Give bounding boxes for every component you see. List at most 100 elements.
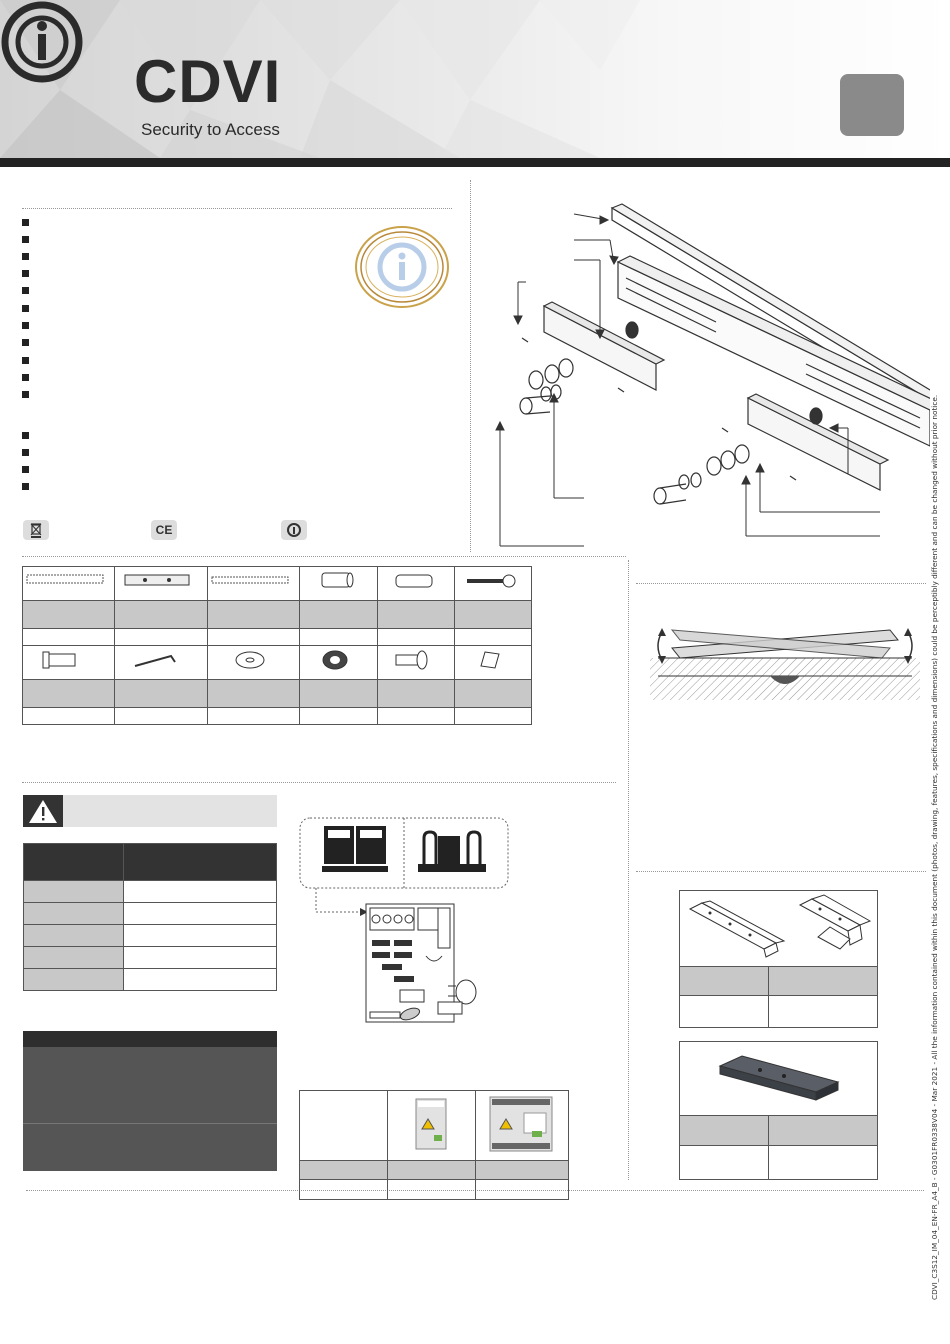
l-z-bracket-icon [688,894,872,958]
table-cell [21,707,116,725]
jumper-diagram [299,817,509,1023]
table-cell [679,1145,769,1180]
accessories-table [21,566,533,725]
table-cell [114,679,208,708]
table-row [23,902,277,925]
table-cell [123,924,277,947]
table-cell [299,679,378,708]
table-row [679,1041,878,1116]
table-cell [376,600,455,629]
list-bullet [22,305,29,312]
table-cell [123,880,277,903]
template-sheet-icon [480,651,500,669]
list-bullet [22,322,29,329]
table-cell [21,679,116,708]
table-cell [679,1115,769,1146]
table-row [21,645,533,680]
table-cell [206,566,301,601]
spacer-plate-icon [718,1055,840,1101]
column-separator [628,560,629,1180]
list-bullet [22,374,29,381]
warning-triangle-icon [23,795,63,827]
column-separator [470,180,471,552]
table-cell [299,1090,388,1161]
table-cell [299,628,378,646]
section-separator [22,208,452,209]
list-bullet [22,253,29,260]
seal-icon [355,226,449,308]
table-cell [679,1041,878,1116]
table-cell [21,600,116,629]
table-header-cell [23,843,124,881]
table-cell [768,1145,878,1180]
table-cell [376,645,455,680]
table-cell [206,600,301,629]
list-bullet [22,449,29,456]
brand-name: CDVI [134,48,282,115]
table-cell [299,645,378,680]
list-bullet [22,339,29,346]
table-cell [768,966,878,996]
table-cell [299,1179,388,1200]
table-cell [679,995,769,1028]
table-cell [453,679,533,708]
table-row [23,924,277,947]
table-header-row [23,843,277,881]
ce-mark: CE [151,520,177,540]
document-footer-note: CDVI_C3S12_IM_04_EN-FR_A4_B - G0301FR033… [930,394,939,1300]
table-cell [376,679,455,708]
table-cell [376,566,455,601]
pin-icon [395,574,433,588]
table-row [21,566,533,601]
table-cell [23,946,124,969]
table-row [23,968,277,991]
language-badge [840,74,904,136]
table-cell [679,966,769,996]
sex-bolt-icon [395,650,428,670]
weee-bin-icon [23,520,49,540]
table-cell [299,600,378,629]
strip-icon [211,576,289,584]
table-cell [114,645,208,680]
table-cell [453,566,533,601]
table-cell [123,946,277,969]
list-bullet [22,236,29,243]
table-cell [206,645,301,680]
table-cell [768,1115,878,1146]
table-cell [299,1160,388,1180]
list-bullet [22,466,29,473]
table-cell [387,1090,476,1161]
table-row [21,628,533,646]
mounting-plate-icon [124,574,190,586]
table-cell [453,645,533,680]
power-supply-small-icon [415,1098,447,1150]
hex-key-icon [135,654,177,667]
logo-icon [1,1,83,83]
info-panel-header [23,1031,277,1047]
power-supply-large-icon [489,1096,553,1152]
table-row [21,600,533,629]
section-separator [22,782,616,783]
info-panel-divider [23,1123,277,1124]
table-cell [768,995,878,1028]
table-header-cell [123,843,277,881]
table-cell [206,707,301,725]
table-cell [114,600,208,629]
table-row [21,707,533,725]
table-cell [475,1160,569,1180]
table-cell [114,628,208,646]
info-panel [23,1031,277,1171]
brand-tagline: Security to Access [141,120,280,139]
table-cell [453,707,533,725]
header-bar [0,158,950,167]
table-cell [21,628,116,646]
spacer-table [679,1041,878,1180]
header-background [0,0,950,158]
table-cell [114,566,208,601]
table-row [679,1115,878,1146]
section-separator [636,583,926,584]
table-cell [206,679,301,708]
cdvi-mark-icon [281,520,307,540]
table-row [299,1179,569,1200]
list-bullet [22,219,29,226]
